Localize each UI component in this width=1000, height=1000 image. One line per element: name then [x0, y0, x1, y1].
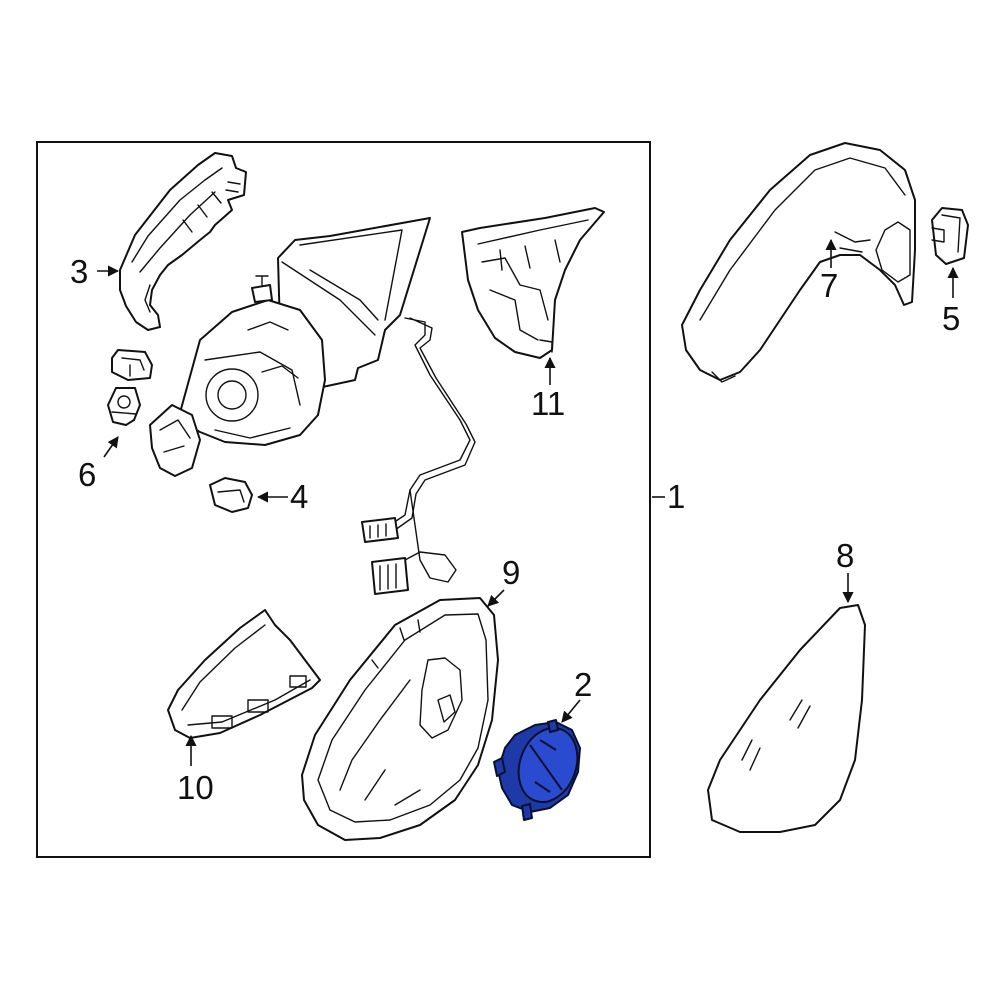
leader-2 — [561, 699, 581, 723]
part-11-housing-frame[interactable] — [461, 207, 605, 359]
part-5-lamp[interactable] — [931, 207, 969, 265]
part-8-mirror-glass[interactable] — [707, 604, 866, 833]
callout-2: 2 — [574, 666, 592, 703]
leader-lines — [97, 238, 959, 766]
wiring-harness — [361, 317, 476, 595]
callout-5: 5 — [942, 300, 960, 337]
callout-8: 8 — [836, 537, 854, 574]
part-7-cover-cap[interactable] — [681, 142, 916, 383]
part-6-actuator[interactable] — [107, 349, 153, 426]
part-10-trim[interactable] — [167, 609, 321, 739]
mirror-base-assembly — [149, 217, 431, 477]
callout-7: 7 — [820, 267, 838, 304]
callout-4: 4 — [290, 478, 308, 515]
part-9-housing-shell[interactable] — [301, 597, 499, 841]
callout-9: 9 — [502, 554, 520, 591]
leader-9 — [487, 589, 505, 607]
callout-11: 11 — [531, 385, 565, 422]
callout-10: 10 — [177, 769, 214, 806]
callout-6: 6 — [78, 456, 96, 493]
callout-1: 1 — [667, 478, 685, 515]
leader-6 — [103, 436, 119, 458]
part-2-motor-unit[interactable] — [493, 719, 587, 821]
callout-labels: 3 6 4 11 7 5 1 8 9 2 10 — [70, 253, 960, 806]
callout-3: 3 — [70, 253, 88, 290]
part-3-bracket[interactable] — [119, 152, 247, 331]
part-4-clip[interactable] — [209, 477, 253, 513]
assembly-box — [36, 141, 651, 858]
